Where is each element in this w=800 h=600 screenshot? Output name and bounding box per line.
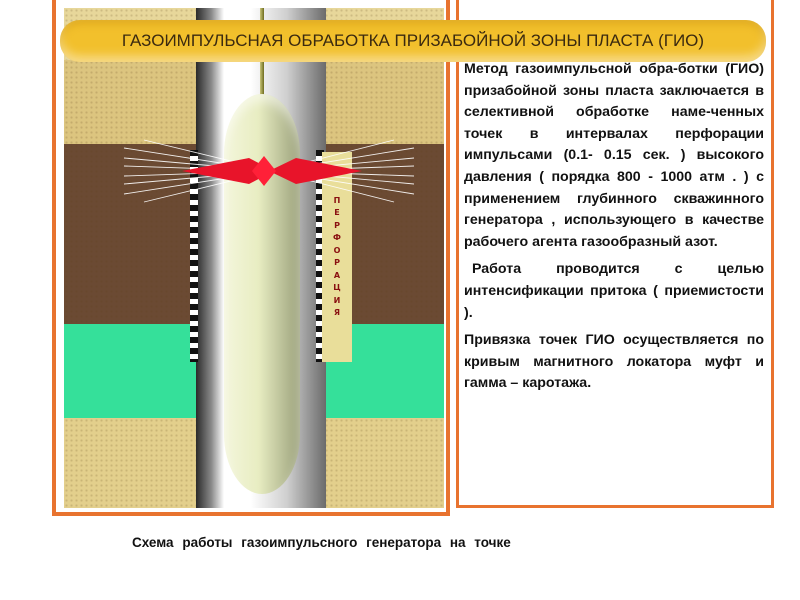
page-title: ГАЗОИМПУЛЬСНАЯ ОБРАБОТКА ПРИЗАБОЙНОЙ ЗОН… xyxy=(121,31,705,50)
blast-core xyxy=(252,156,276,186)
description-panel xyxy=(456,0,774,508)
description-paragraph-1: Метод газоимпульсной обра-ботки (ГИО) пр… xyxy=(464,61,764,250)
casing-wall-left xyxy=(196,8,224,508)
pressure-pulse-burst xyxy=(123,139,415,203)
blast-left xyxy=(182,158,274,184)
well-diagram-frame: ПЕРФОРАЦИЯ xyxy=(52,0,450,516)
description-paragraph-2: Работа проводится с целью интенсификации… xyxy=(464,261,764,321)
perforation-holes-left xyxy=(190,150,198,362)
diagram-caption: Схема работы газоимпульсного генератора … xyxy=(132,535,511,550)
perforation-holes-right xyxy=(316,150,324,362)
perforation-label: ПЕРФОРАЦИЯ xyxy=(322,152,352,362)
description-paragraph-3: Привязка точек ГИО осуществляется по кри… xyxy=(464,332,764,392)
blast-right xyxy=(269,158,362,184)
title-banner: ГАЗОИМПУЛЬСНАЯ ОБРАБОТКА ПРИЗАБОЙНОЙ ЗОН… xyxy=(60,20,766,62)
formation-layers: ПЕРФОРАЦИЯ xyxy=(64,8,444,508)
perforation-text: ПЕРФОРАЦИЯ xyxy=(333,195,341,318)
description-text: Метод газоимпульсной обра-ботки (ГИО) пр… xyxy=(464,59,764,395)
